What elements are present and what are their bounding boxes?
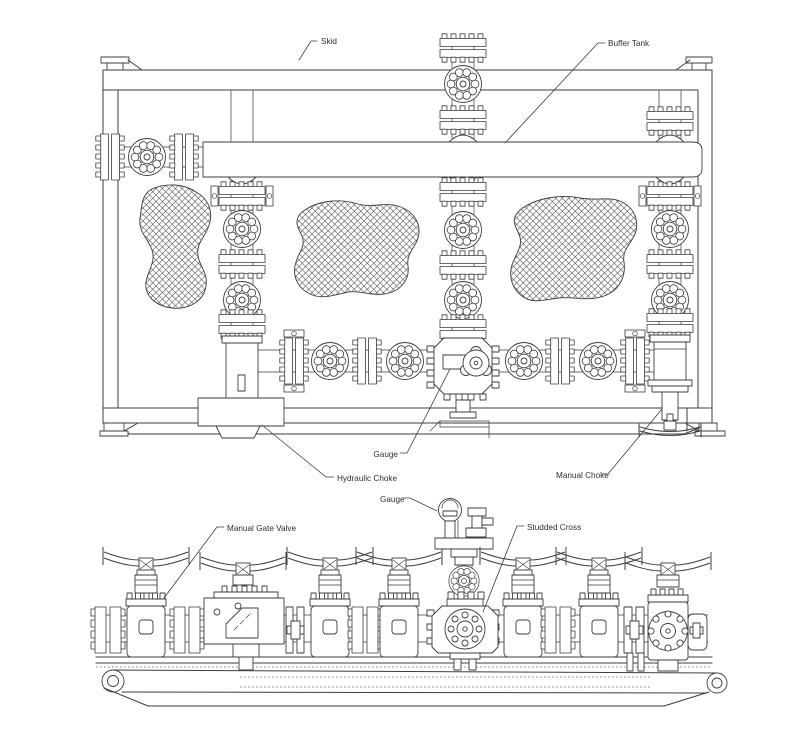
studded-flange-joint — [211, 182, 273, 210]
flange-face — [444, 281, 482, 319]
leader-manual-gate-valve — [163, 526, 225, 599]
buffer-tank — [202, 141, 703, 178]
center-run — [439, 177, 487, 344]
flange-joint — [545, 337, 575, 385]
flange-face — [311, 342, 349, 380]
flange-face — [128, 138, 166, 176]
left-run — [211, 182, 273, 339]
flange-joint — [540, 606, 576, 654]
flange-joint — [439, 250, 487, 280]
label-manual-gate-valve: Manual Gate Valve — [227, 524, 296, 533]
gauge — [438, 498, 462, 539]
flange-joint — [439, 177, 487, 207]
hydraulic-choke — [199, 551, 287, 671]
label-skid: Skid — [321, 37, 337, 46]
label-hydraulic-choke: Hydraulic Choke — [337, 474, 398, 483]
hydraulic-choke-plan — [197, 335, 285, 439]
elevation-view — [90, 498, 728, 707]
manual-choke — [624, 551, 712, 672]
flange-joint — [439, 33, 487, 63]
flange-joint — [218, 249, 266, 279]
inlet-run — [95, 133, 199, 181]
hydraulic-actuator — [197, 397, 285, 427]
flange-face — [651, 210, 689, 248]
support-spool — [285, 606, 305, 654]
flange-joint — [90, 606, 126, 654]
cross-face — [444, 608, 486, 650]
studded-cross-plan — [426, 337, 500, 439]
flange-joint — [169, 606, 205, 654]
flange-joint — [439, 105, 487, 135]
flange-face — [579, 342, 617, 380]
plan-view — [95, 33, 726, 439]
label-gauge-elev: Gauge — [380, 495, 405, 504]
leader-buffer-tank — [504, 42, 606, 144]
hatch-area-center — [294, 200, 420, 298]
flange-face — [223, 210, 261, 248]
studded-flange-joint — [621, 330, 649, 392]
flange-face — [386, 342, 424, 380]
flange-joint — [646, 106, 694, 136]
flange-joint — [169, 133, 199, 181]
handwheel-edge — [638, 413, 702, 438]
flange-joint — [646, 249, 694, 279]
leader-skid — [298, 40, 318, 61]
annotations: Skid Buffer Tank Gauge Hydraulic Choke M… — [163, 37, 663, 613]
gauge-boss — [460, 346, 492, 377]
leader-hydraulic-choke — [261, 424, 335, 478]
flange-joint — [646, 308, 694, 338]
leader-gauge-plan — [399, 368, 451, 454]
choke-face — [647, 610, 689, 652]
manual-choke-plan — [638, 334, 702, 438]
flange-face — [444, 211, 482, 249]
flange-face — [444, 65, 482, 103]
flange-joint — [347, 606, 383, 654]
outlet-run — [439, 33, 487, 135]
flange-joint — [218, 309, 266, 339]
label-manual-choke: Manual Choke — [556, 471, 609, 480]
studded-flange-joint — [280, 330, 308, 392]
leader-gauge-elev — [403, 497, 438, 512]
label-buffer-tank: Buffer Tank — [608, 39, 650, 48]
studded-flange-joint — [639, 182, 701, 210]
leader-manual-choke — [601, 408, 663, 475]
flange-joint — [95, 133, 125, 181]
studded-cross — [426, 498, 500, 671]
flange-face — [505, 342, 543, 380]
flange-joint — [352, 337, 382, 385]
hatch-area-right — [510, 196, 638, 302]
label-studded-cross: Studded Cross — [527, 523, 581, 532]
vent-fitting — [465, 507, 494, 538]
hatch-areas — [139, 184, 638, 309]
skid-base — [95, 656, 728, 707]
hatch-area-left — [139, 184, 212, 309]
spool-cross-bolt — [623, 606, 645, 672]
label-gauge-plan: Gauge — [373, 450, 398, 459]
leader-studded-cross — [482, 525, 525, 613]
